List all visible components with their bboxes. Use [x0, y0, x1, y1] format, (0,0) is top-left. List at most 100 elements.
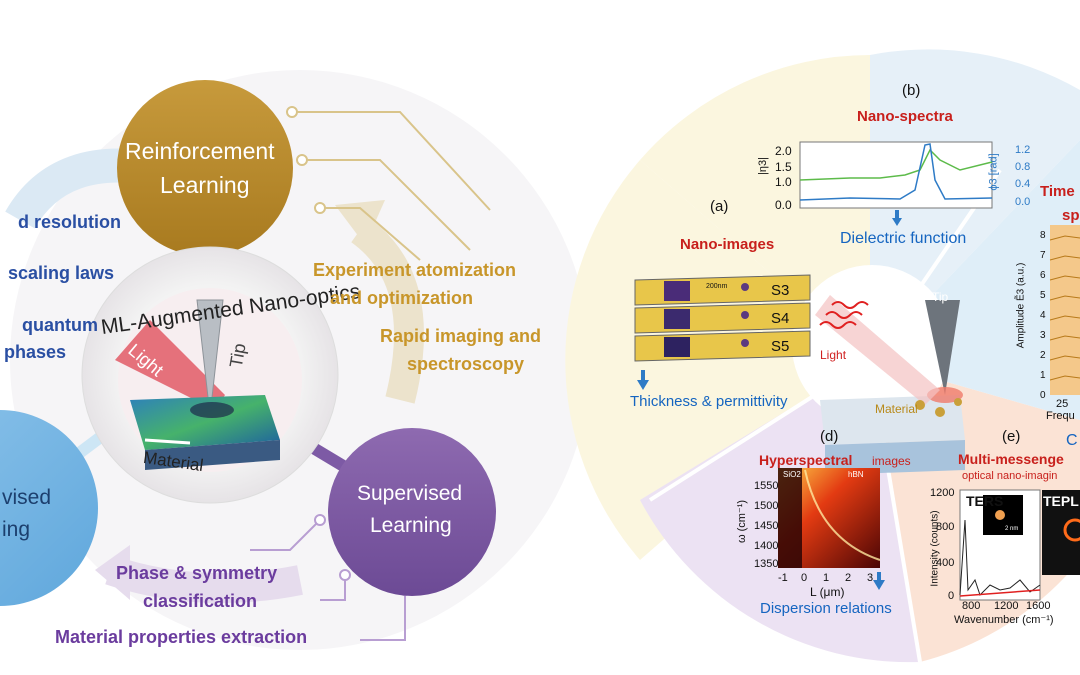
purple-item-1: Phase & symmetry	[116, 563, 278, 583]
panel-c-tick-7: 7	[1040, 250, 1046, 261]
panel-c-title-2: sp	[1062, 207, 1080, 224]
panel-b-y-right-label: ϕ3 [rad]	[987, 153, 1000, 191]
panel-e-ters: TERS	[966, 493, 1004, 509]
panel-c-x-label: Frequ	[1046, 410, 1075, 422]
panel-c-tick-3: 3	[1040, 330, 1046, 341]
time-spectra-plot	[1050, 225, 1080, 395]
connector-node	[314, 202, 326, 214]
panel-d-letter: (d)	[820, 428, 839, 445]
panel-b-yr-4: 0.0	[1015, 196, 1031, 208]
particle	[915, 400, 925, 410]
connector-node	[314, 514, 326, 526]
panel-e-title: Multi-messenge	[958, 451, 1064, 467]
supervised-label-1: Supervised	[357, 482, 463, 505]
panel-d-region-left: SiO2	[783, 470, 801, 479]
center-tip	[925, 300, 960, 395]
purple-arrowhead	[95, 545, 130, 600]
particle	[954, 398, 962, 406]
panel-e-ytick-2: 800	[936, 521, 955, 533]
sector-a	[640, 55, 870, 360]
center-material-top	[820, 395, 965, 445]
supervised-connectors	[250, 519, 406, 641]
panel-e-inset-scale: 2 nm	[1005, 526, 1019, 532]
panel-e-x-label: Wavenumber (cm⁻¹)	[954, 614, 1054, 626]
panel-a-layer-s4: S4	[771, 310, 790, 327]
panel-e-xtick-1: 800	[962, 600, 981, 612]
blue-item-2: scaling laws	[8, 263, 115, 283]
panel-c-tick-8: 8	[1040, 230, 1046, 241]
panel-a-layer-s5: S5	[771, 338, 790, 355]
panel-d-ytick-4: 1400	[754, 540, 779, 552]
panel-b-y-left-label: |η3|	[756, 157, 769, 175]
panel-b-yr-3: 0.4	[1015, 178, 1031, 190]
sector-a-lower	[565, 160, 870, 560]
gold-item-4: spectroscopy	[407, 354, 525, 374]
gold-item-3: Rapid imaging and	[380, 326, 542, 346]
panel-e-subtitle: optical nano-imagin	[962, 470, 1058, 482]
panel-c-tick-5: 5	[1040, 290, 1046, 301]
panel-d-xtick-1: -1	[778, 572, 788, 584]
panel-d-ytick-3: 1450	[754, 520, 779, 532]
gold-arrowhead	[335, 200, 385, 245]
panel-b-yl-4: 0.0	[775, 198, 792, 212]
panel-d-xtick-3: 1	[823, 572, 830, 584]
tip-spot	[190, 402, 234, 418]
blue-item-3: quantum	[22, 315, 98, 335]
tip-cone	[196, 299, 224, 416]
panel-c-tick-2: 2	[1040, 350, 1046, 361]
panel-d-title-small: images	[872, 454, 911, 468]
center-material-label: Material	[875, 402, 918, 416]
panel-a-layer-s3: S3	[771, 282, 790, 299]
panel-c-title-1: Time	[1040, 183, 1075, 200]
unsupervised-label-2: ing	[2, 518, 31, 541]
connector-node	[286, 106, 298, 118]
panel-e-tepl: TEPL	[1043, 493, 1079, 509]
panel-d-xtick-2: 0	[801, 572, 808, 584]
panel-a-title: Nano-images	[680, 236, 775, 253]
down-arrow-d	[873, 580, 885, 590]
panel-b-yr-2: 0.8	[1015, 161, 1031, 173]
panel-d-y-label: ω (cm⁻¹)	[736, 499, 749, 544]
panel-e-ytick-4: 0	[948, 590, 955, 602]
panel-c-tick-6: 6	[1040, 270, 1046, 281]
supervised-label-2: Learning	[370, 514, 452, 537]
nano-spectra-plot	[799, 141, 993, 209]
panel-c-tick-1: 1	[1040, 370, 1046, 381]
panel-a-letter: (a)	[710, 198, 729, 215]
panel-b-yl-2: 1.5	[775, 160, 792, 174]
panel-e-letter: (e)	[1002, 428, 1021, 445]
panel-b-result: Dielectric function	[840, 230, 967, 247]
supervised-learning-circle	[328, 428, 496, 596]
particle	[935, 407, 945, 417]
gold-item-1: Experiment atomization	[313, 260, 517, 280]
panel-e-ytick-3: 400	[936, 557, 955, 569]
panel-c-x-tick: 25	[1056, 398, 1069, 410]
panel-d-xtick-4: 2	[845, 572, 852, 584]
center-light-label: Light	[820, 348, 847, 362]
panel-b-title: Nano-spectra	[857, 108, 953, 125]
panel-c-y-label: Amplitude Ẽ3 (a.u.)	[1015, 262, 1027, 349]
purple-item-3: Material properties extraction	[55, 627, 308, 647]
panel-e-xtick-2: 1200	[994, 600, 1019, 612]
panel-d-result: Dispersion relations	[760, 600, 892, 617]
panel-b-yl-1: 2.0	[775, 144, 792, 158]
connector-node	[339, 569, 351, 581]
panel-e-ytick-1: 1200	[930, 487, 955, 499]
reinforcement-label-2: Learning	[160, 172, 250, 198]
panel-d-region-right: hBN	[848, 470, 864, 479]
panel-d-xtick-5: 3	[867, 572, 874, 584]
gold-item-2: and optimization	[330, 288, 473, 308]
gold-cycle-arrow	[350, 217, 424, 404]
material-map	[130, 395, 280, 450]
down-arrow-a	[637, 380, 649, 390]
unsupervised-learning-circle	[0, 410, 98, 606]
panel-d-x-label: L (μm)	[810, 585, 845, 599]
panel-c-result: C	[1066, 432, 1078, 449]
light-waves	[819, 301, 869, 329]
purple-item-2: classification	[143, 591, 258, 611]
reinforcement-connectors	[292, 111, 491, 261]
tepl-image	[1042, 490, 1080, 575]
center-tip-label: Tip	[932, 290, 949, 304]
panel-b-letter: (b)	[902, 82, 921, 99]
